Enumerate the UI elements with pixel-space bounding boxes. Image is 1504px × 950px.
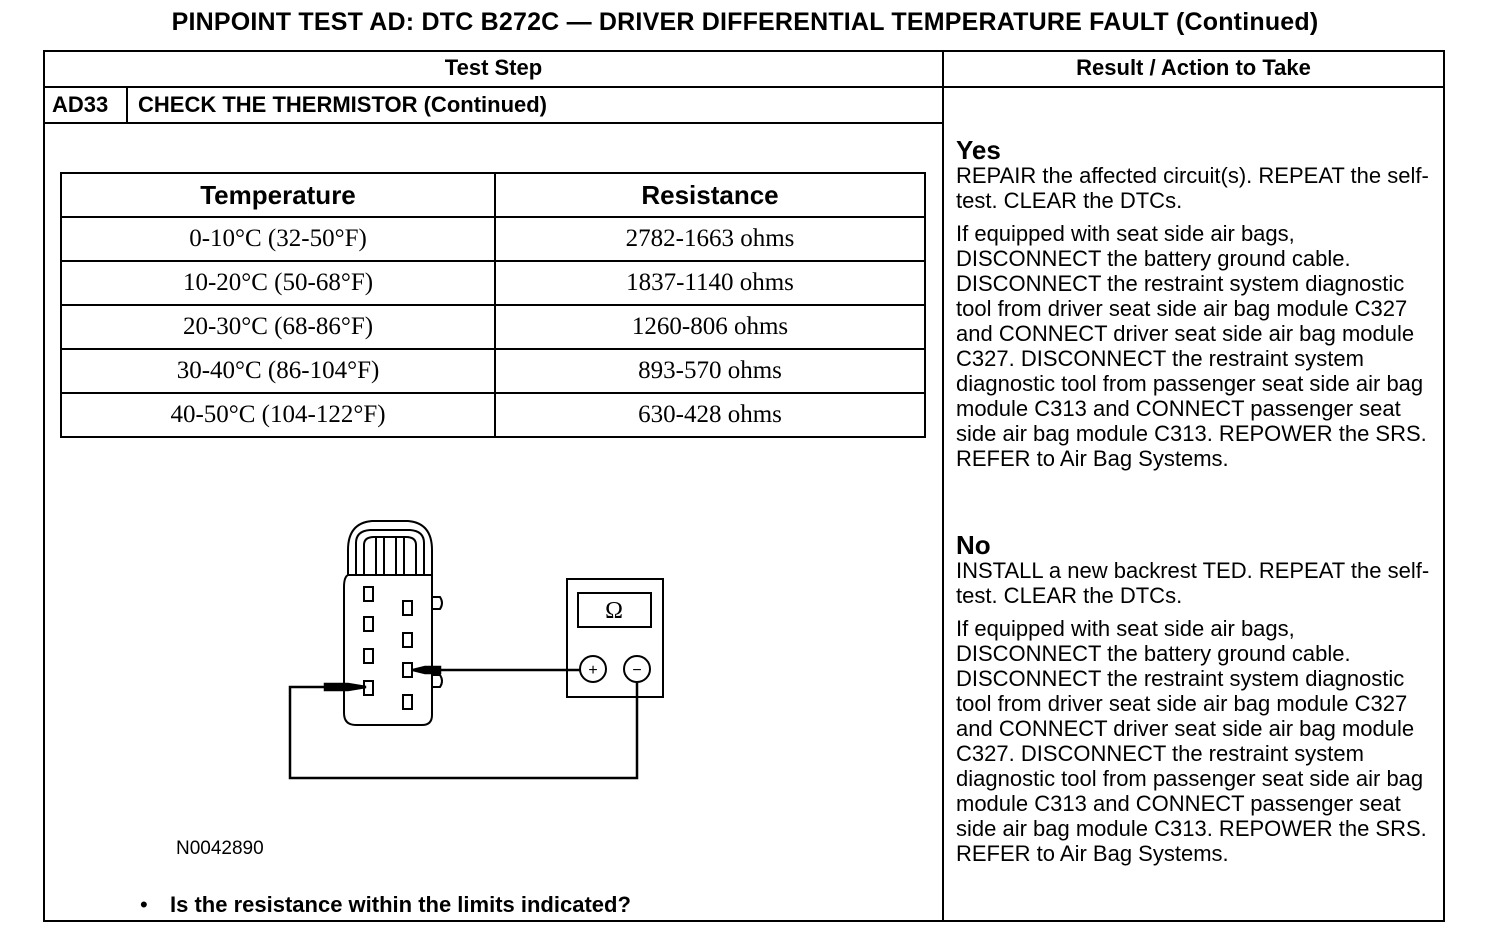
yes-action-1: REPAIR the affected circuit(s). REPEAT t… [956, 163, 1429, 213]
page-title: PINPOINT TEST AD: DTC B272C — DRIVER DIF… [171, 8, 1319, 36]
step-id: AD33 [52, 92, 109, 117]
step-row-divider [43, 122, 943, 124]
header-divider [43, 86, 1445, 88]
yes-label: Yes [956, 135, 1001, 165]
connector-illustration [343, 520, 443, 726]
yes-action-2: If equipped with seat side air bags, DIS… [956, 221, 1427, 471]
figure-id: N0042890 [176, 838, 264, 859]
no-action-1: INSTALL a new backrest TED. REPEAT the s… [956, 558, 1430, 608]
resistance-cell: 1837-1140 ohms [494, 260, 926, 306]
resistance-table: Temperature Resistance 0-10°C (32-50°F) … [60, 172, 926, 438]
step-title: CHECK THE THERMISTOR (Continued) [138, 92, 548, 117]
no-label: No [956, 530, 991, 560]
step-id-divider [126, 88, 128, 123]
no-result-block: No INSTALL a new backrest TED. REPEAT th… [956, 532, 1441, 866]
ohm-symbol: Ω [605, 598, 623, 624]
temperature-cell: 40-50°C (104-122°F) [60, 392, 496, 438]
resistance-cell: 1260-806 ohms [494, 304, 926, 350]
multimeter: Ω + − [566, 578, 664, 698]
question-label: Is the resistance within the limits indi… [170, 892, 631, 917]
temperature-cell: 10-20°C (50-68°F) [60, 260, 496, 306]
resistance-column-header: Resistance [494, 172, 926, 218]
table-row: 40-50°C (104-122°F) 630-428 ohms [60, 392, 926, 438]
temperature-column-header: Temperature [60, 172, 496, 218]
temperature-cell: 20-30°C (68-86°F) [60, 304, 496, 350]
result-action-header: Result / Action to Take [1076, 55, 1311, 80]
temperature-cell: 0-10°C (32-50°F) [60, 216, 496, 262]
pinpoint-test-table [43, 50, 1445, 922]
test-step-header: Test Step [444, 55, 543, 80]
yes-result-block: Yes REPAIR the affected circuit(s). REPE… [956, 137, 1441, 471]
bullet-point: • [140, 892, 148, 917]
resistance-cell: 2782-1663 ohms [494, 216, 926, 262]
temperature-cell: 30-40°C (86-104°F) [60, 348, 496, 394]
question-text: • Is the resistance within the limits ind… [140, 892, 631, 918]
test-leads [288, 665, 639, 780]
no-action-2: If equipped with seat side air bags, DIS… [956, 616, 1427, 866]
column-divider [942, 50, 944, 922]
table-row: 30-40°C (86-104°F) 893-570 ohms [60, 348, 926, 394]
plus-sign: + [588, 662, 597, 679]
table-row: 20-30°C (68-86°F) 1260-806 ohms [60, 304, 926, 350]
resistance-cell: 893-570 ohms [494, 348, 926, 394]
resistance-table-header-row: Temperature Resistance [60, 172, 926, 218]
thermistor-measurement-diagram: Ω + − [288, 520, 664, 780]
resistance-cell: 630-428 ohms [494, 392, 926, 438]
minus-sign: − [632, 662, 641, 679]
table-row: 0-10°C (32-50°F) 2782-1663 ohms [60, 216, 926, 262]
table-row: 10-20°C (50-68°F) 1837-1140 ohms [60, 260, 926, 306]
